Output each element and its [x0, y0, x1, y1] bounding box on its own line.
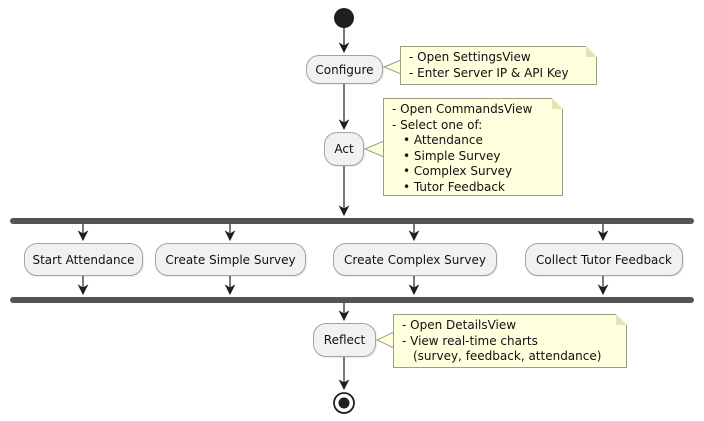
note-line: - Open CommandsView [392, 102, 533, 116]
activity-create-simple-survey: Create Simple Survey [155, 243, 306, 276]
fork-bar [10, 218, 694, 224]
note-reflect: - Open DetailsView - View real-time char… [393, 314, 627, 368]
note-beak-configure [382, 59, 402, 75]
note-line: - Select one of: [392, 117, 483, 132]
start-node [334, 8, 354, 28]
activity-start-attendance: Start Attendance [24, 243, 143, 276]
note-line: • Simple Survey [403, 148, 501, 163]
note-line: - View real-time charts [402, 333, 538, 348]
note-line: - Enter Server IP & API Key [409, 65, 569, 80]
activity-reflect: Reflect [313, 323, 376, 357]
note-configure: - Open SettingsView - Enter Server IP & … [400, 46, 597, 85]
note-line: - Open DetailsView [402, 318, 517, 332]
activity-configure: Configure [306, 55, 383, 84]
activity-act: Act [324, 132, 364, 166]
note-line: • Complex Survey [403, 164, 513, 178]
note-line: (survey, feedback, attendance) [413, 349, 602, 363]
note-line: • Attendance [403, 133, 483, 147]
end-node-dot [338, 397, 350, 409]
note-beak-reflect [375, 331, 395, 349]
note-act: - Open CommandsView - Select one of: • A… [383, 98, 563, 196]
note-line: • Tutor Feedback [403, 179, 505, 194]
join-bar [10, 297, 694, 303]
note-line: - Open SettingsView [409, 50, 531, 64]
activity-create-complex-survey: Create Complex Survey [333, 243, 497, 276]
note-beak-act [363, 140, 385, 158]
activity-collect-tutor-feedback: Collect Tutor Feedback [525, 243, 683, 276]
